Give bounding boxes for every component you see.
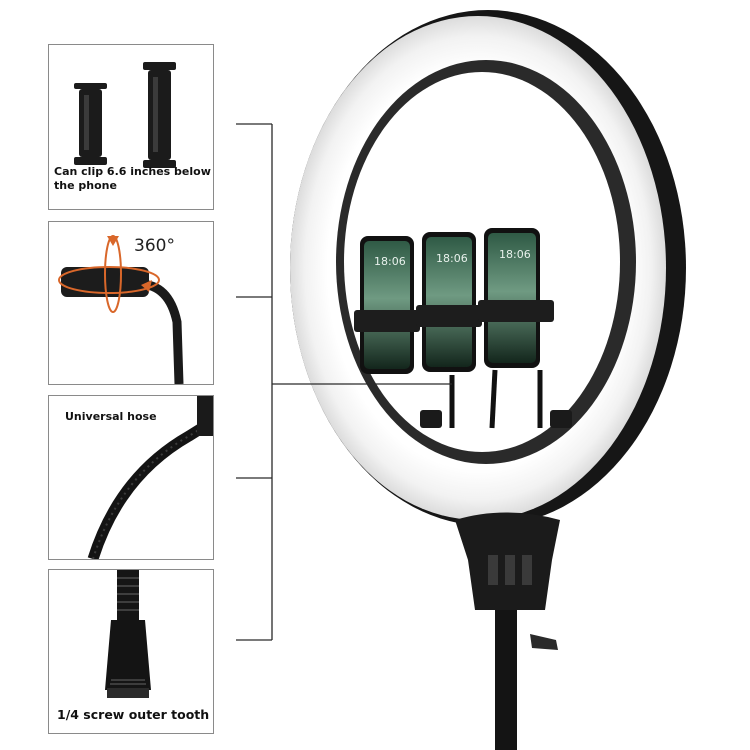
phone-time: 18:06 [374,255,406,268]
callout-panel-hose: Universal hose [48,395,214,560]
hose-caption: Universal hose [65,410,157,423]
rotation-illustration [58,235,184,384]
callout-panel-phone-clip: Can clip 6.6 inches below the phone [48,44,214,210]
phone-right [478,228,554,368]
screw-caption: 1/4 screw outer tooth [57,707,210,722]
callout-panel-rotation: 360° [48,221,214,385]
phone-left [354,236,420,374]
stand-pole [495,600,517,750]
stand-knob [530,634,558,650]
rotation-ring-icon [58,266,160,294]
phone-clip-caption: Can clip 6.6 inches below the phone [54,165,211,192]
phone-clip-illustration [74,62,176,168]
phone-time: 18:06 [499,248,531,261]
callout-panel-screw: 1/4 screw outer tooth [48,569,214,734]
rotation-degree-label: 360° [134,236,175,256]
screw-illustration [105,570,151,698]
phone-time: 18:06 [436,252,468,265]
phone-middle [416,232,482,372]
hose-illustration [87,396,213,559]
